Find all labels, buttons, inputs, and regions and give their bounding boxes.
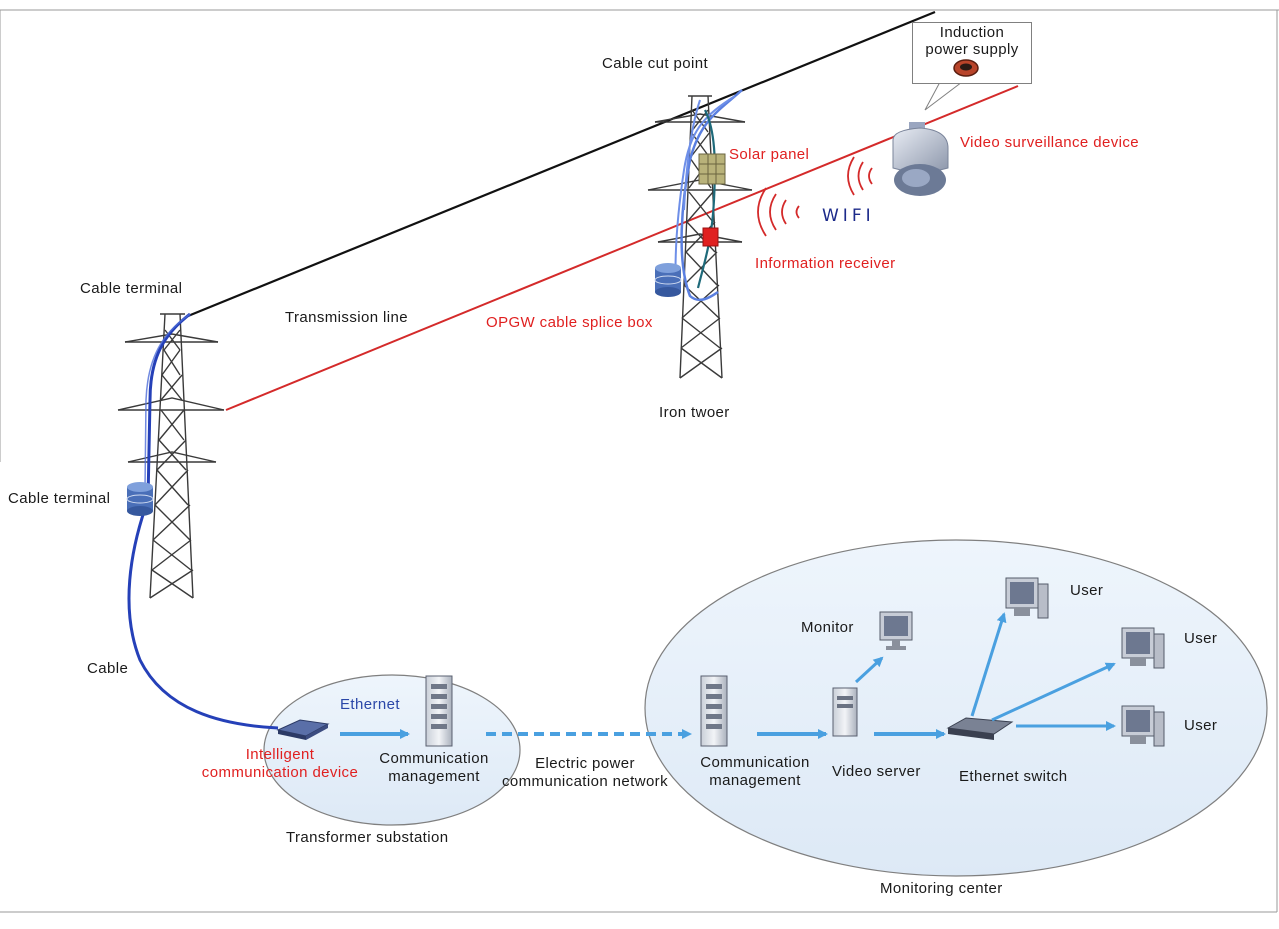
switch-to-user1-arrow xyxy=(970,612,1007,717)
user-label-2: User xyxy=(1184,630,1218,647)
intelligent-device-label-line1: Intelligent xyxy=(245,746,315,763)
solar-panel xyxy=(698,153,726,185)
center-server-icon xyxy=(700,675,728,747)
substation-server-icon xyxy=(425,675,453,747)
ethernet-switch-icon xyxy=(946,717,1014,740)
cable-terminal-box-icon xyxy=(126,482,154,516)
wifi-label: WIFI xyxy=(822,206,875,226)
callout-pointer xyxy=(924,81,964,111)
monitor-icon xyxy=(879,611,913,650)
ethernet-switch-label: Ethernet switch xyxy=(959,768,1068,785)
monitor-label: Monitor xyxy=(801,619,854,636)
cable-terminal-lower-label: Cable terminal xyxy=(8,490,111,507)
user-label-1: User xyxy=(1070,582,1104,599)
transmission-line-label: Transmission line xyxy=(285,309,408,326)
user-label-3: User xyxy=(1184,717,1218,734)
comm-mgmt-center-label-line2: management xyxy=(709,772,801,789)
opgw-line xyxy=(225,85,1019,411)
comm-mgmt-center-label-line1: Communication xyxy=(700,754,810,771)
induction-power-supply-label-line1: Induction xyxy=(939,24,1005,41)
video-server-icon xyxy=(832,687,858,737)
transmission-line xyxy=(187,10,936,318)
solar-panel-label: Solar panel xyxy=(729,146,810,163)
wifi-waves-left xyxy=(757,187,800,237)
left-fiber-cable xyxy=(127,312,279,730)
opgw-splice-box-icon xyxy=(654,263,682,297)
left-iron-tower xyxy=(117,313,225,599)
monitoring-center-ellipse xyxy=(644,539,1268,877)
cable-label: Cable xyxy=(87,660,129,677)
transformer-substation-ellipse xyxy=(263,674,521,826)
comm-mgmt-substation-label-line1: Communication xyxy=(379,750,489,767)
middle-iron-tower xyxy=(647,95,753,379)
cable-terminal-top-label: Cable terminal xyxy=(80,280,183,297)
switch-to-user2-arrow xyxy=(991,662,1116,722)
ethernet-label: Ethernet xyxy=(340,696,400,713)
transformer-substation-label: Transformer substation xyxy=(286,829,449,846)
middle-fiber-cables xyxy=(674,89,743,301)
information-receiver-box xyxy=(702,227,719,247)
user-computer-icon-2 xyxy=(1121,627,1165,669)
induction-power-supply-callout: Induction power supply xyxy=(912,22,1032,84)
induction-coil-icon xyxy=(953,59,979,77)
power-network-label-line1: Electric power xyxy=(535,755,635,772)
opgw-splice-box-label: OPGW cable splice box xyxy=(486,314,653,331)
intelligent-device-label-line2: communication device xyxy=(201,764,359,781)
left-fiber-cable-secondary xyxy=(144,313,191,491)
iron-tower-label: Iron twoer xyxy=(659,404,730,421)
user-computer-icon-1 xyxy=(1005,577,1049,619)
video-surveillance-device-label: Video surveillance device xyxy=(960,134,1139,151)
induction-power-supply-label-line2: power supply xyxy=(925,41,1019,58)
wifi-waves-right xyxy=(847,156,873,196)
power-network-label-line2: communication network xyxy=(502,773,668,790)
comm-mgmt-substation-label-line2: management xyxy=(388,768,480,785)
video-camera-icon xyxy=(892,122,949,196)
monitoring-center-label: Monitoring center xyxy=(880,880,1003,897)
video-server-label: Video server xyxy=(832,763,921,780)
information-receiver-label: Information receiver xyxy=(755,255,896,272)
user-computer-icon-3 xyxy=(1121,705,1165,747)
cable-cut-point-label: Cable cut point xyxy=(602,55,709,72)
intelligent-communication-device-icon xyxy=(276,719,330,740)
video-server-to-monitor-arrow xyxy=(854,656,884,684)
